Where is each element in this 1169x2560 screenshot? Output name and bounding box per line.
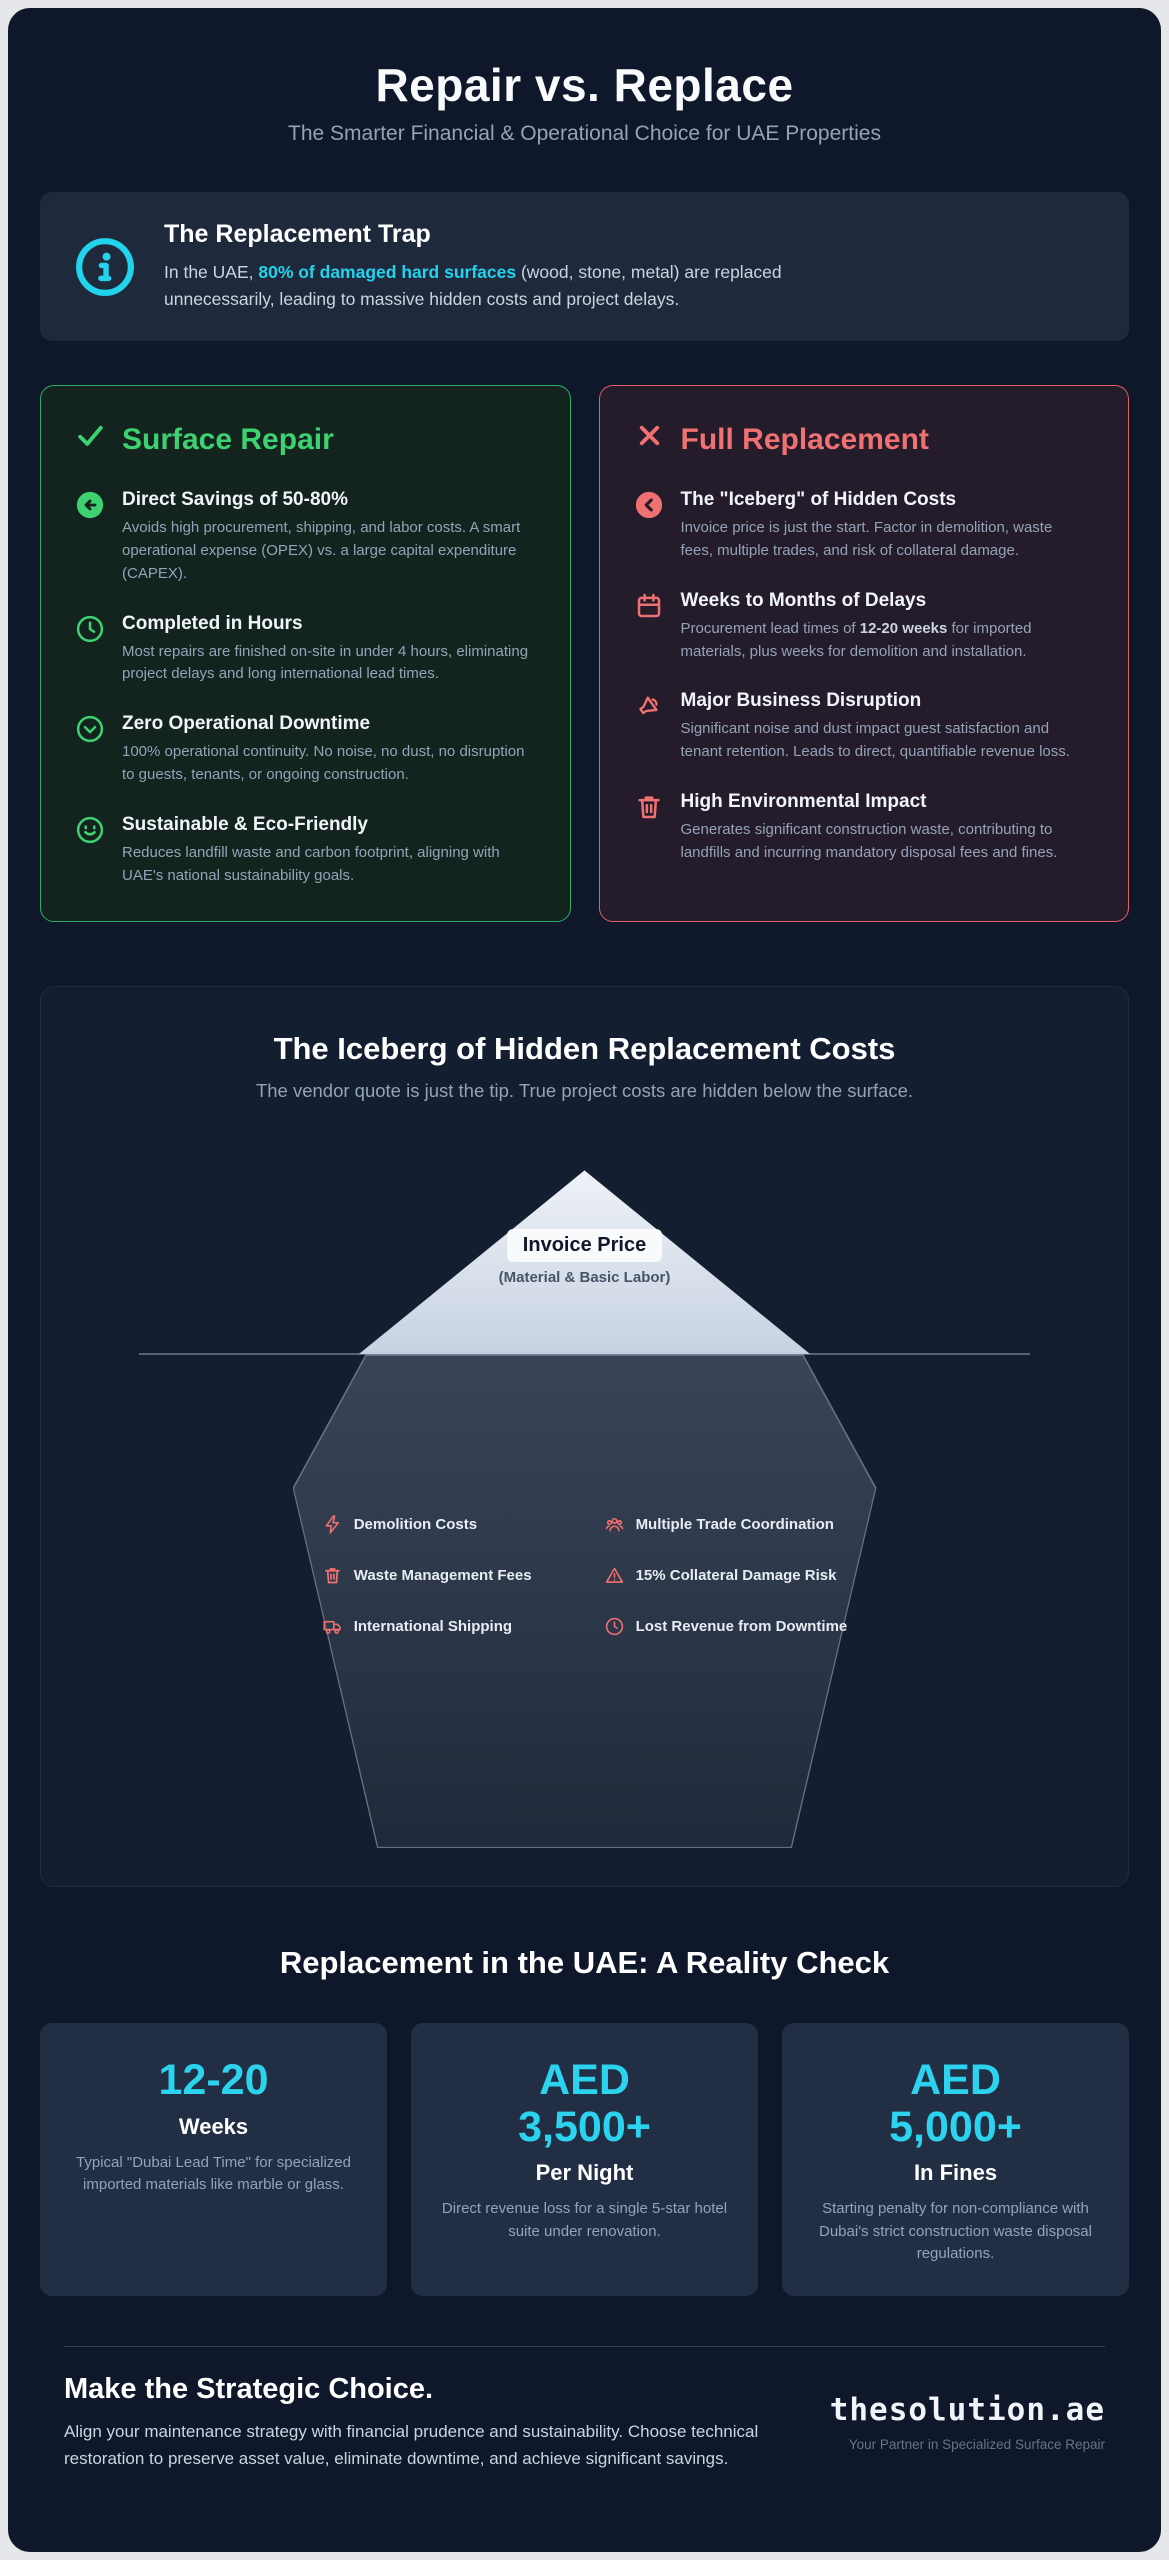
trash-icon xyxy=(634,791,664,865)
replace-item-delays-body: Procurement lead times of 12-20 weeks fo… xyxy=(680,619,1032,660)
full-replacement-header: Full Replacement xyxy=(634,420,1095,459)
stat-description: Typical "Dubai Lead Time" for specialize… xyxy=(76,2153,351,2194)
warning-icon xyxy=(604,1565,625,1586)
repair-item-speed: Completed in Hours Most repairs are fini… xyxy=(75,613,536,687)
stat-card-fines: AED 5,000+ In Fines Starting penalty for… xyxy=(782,2023,1129,2296)
clock-icon xyxy=(75,613,105,687)
x-icon xyxy=(634,420,665,459)
footer-cta: Make the Strategic Choice. Align your ma… xyxy=(64,2373,792,2472)
cost-item-lost-revenue: Lost Revenue from Downtime xyxy=(604,1616,847,1637)
info-icon xyxy=(74,236,136,298)
stat-value: AED 5,000+ xyxy=(889,2056,1022,2151)
replace-item-environment: High Environmental Impact Generates sign… xyxy=(634,791,1095,865)
invoice-price-label: Invoice Price xyxy=(506,1229,663,1263)
stat-value: AED 3,500+ xyxy=(518,2056,651,2151)
cost-item-shipping: International Shipping xyxy=(322,1616,532,1637)
trash-icon xyxy=(322,1565,343,1586)
clock-icon xyxy=(604,1616,625,1637)
repair-item-downtime: Zero Operational Downtime 100% operation… xyxy=(75,713,536,787)
smiley-icon xyxy=(75,814,105,888)
savings-icon xyxy=(75,489,105,585)
replace-item-hidden-costs: The "Iceberg" of Hidden Costs Invoice pr… xyxy=(634,489,1095,563)
check-icon xyxy=(75,420,106,459)
repair-item-savings: Direct Savings of 50-80% Avoids high pro… xyxy=(75,489,536,585)
stat-cards: 12-20 Weeks Typical "Dubai Lead Time" fo… xyxy=(40,2023,1129,2296)
cost-item-waste: Waste Management Fees xyxy=(322,1565,532,1586)
hidden-costs-left-column: Demolition Costs Waste Management Fees I… xyxy=(322,1514,532,1667)
brand-tagline: Your Partner in Specialized Surface Repa… xyxy=(848,2437,1105,2453)
page-subtitle: The Smarter Financial & Operational Choi… xyxy=(288,122,881,145)
hidden-costs-icon xyxy=(634,489,664,563)
iceberg-section: The Iceberg of Hidden Replacement Costs … xyxy=(40,986,1129,1888)
waterline xyxy=(139,1353,1030,1356)
invoice-price-sublabel: (Material & Basic Labor) xyxy=(498,1269,671,1287)
full-replacement-card: Full Replacement The "Iceberg" of Hidden… xyxy=(598,385,1129,923)
full-replacement-title: Full Replacement xyxy=(680,422,929,456)
iceberg-underwater xyxy=(292,1354,877,1849)
stat-value: 12-20 xyxy=(158,2056,269,2105)
hidden-costs-right-column: Multiple Trade Coordination 15% Collater… xyxy=(604,1514,848,1667)
stat-description: Starting penalty for non-compliance with… xyxy=(819,2200,1092,2263)
lightning-icon xyxy=(322,1514,343,1535)
footer-body: Align your maintenance strategy with fin… xyxy=(64,2421,759,2468)
footer-heading: Make the Strategic Choice. xyxy=(64,2372,434,2405)
callout-content: The Replacement Trap In the UAE, 80% of … xyxy=(164,220,864,313)
callout-title: The Replacement Trap xyxy=(164,220,431,248)
surface-repair-card: Surface Repair Direct Savings of 50-80% … xyxy=(40,385,571,923)
check-circle-icon xyxy=(75,713,105,787)
stat-label: Per Night xyxy=(535,2160,634,2186)
iceberg-subtitle: The vendor quote is just the tip. True p… xyxy=(255,1080,914,1102)
footer-divider xyxy=(64,2345,1105,2347)
hidden-costs-list: Demolition Costs Waste Management Fees I… xyxy=(81,1514,1088,1667)
replace-item-delays: Weeks to Months of Delays Procurement le… xyxy=(634,590,1095,664)
iceberg-title: The Iceberg of Hidden Replacement Costs xyxy=(273,1031,896,1067)
replacement-trap-callout: The Replacement Trap In the UAE, 80% of … xyxy=(40,192,1129,342)
reality-check-section: Replacement in the UAE: A Reality Check … xyxy=(40,1945,1129,2296)
cost-item-demolition: Demolition Costs xyxy=(322,1514,532,1535)
comparison-section: Surface Repair Direct Savings of 50-80% … xyxy=(40,385,1129,923)
stat-card-lead-time: 12-20 Weeks Typical "Dubai Lead Time" fo… xyxy=(40,2023,387,2296)
footer: Make the Strategic Choice. Align your ma… xyxy=(64,2373,1105,2472)
reality-check-title: Replacement in the UAE: A Reality Check xyxy=(279,1945,890,1981)
footer-brand-block: thesolution.ae Your Partner in Specializ… xyxy=(830,2392,1105,2452)
invoice-price-labels: Invoice Price (Material & Basic Labor) xyxy=(498,1229,671,1287)
stat-card-revenue-loss: AED 3,500+ Per Night Direct revenue loss… xyxy=(411,2023,758,2296)
brand-link[interactable]: thesolution.ae xyxy=(829,2392,1105,2429)
repair-item-eco: Sustainable & Eco-Friendly Reduces landf… xyxy=(75,814,536,888)
stat-label: Weeks xyxy=(178,2113,249,2139)
users-icon xyxy=(604,1514,625,1535)
surface-repair-header: Surface Repair xyxy=(75,420,536,459)
lead-time-highlight: 12-20 weeks xyxy=(859,619,948,637)
page-title: Repair vs. Replace xyxy=(375,59,794,111)
iceberg-diagram: Invoice Price (Material & Basic Labor) D… xyxy=(81,1114,1088,1856)
stat-label: In Fines xyxy=(913,2160,998,2186)
truck-icon xyxy=(322,1616,343,1637)
highlighted-stat: 80% of damaged hard surfaces xyxy=(258,262,517,282)
replace-item-disruption: Major Business Disruption Significant no… xyxy=(634,690,1095,764)
cost-item-coordination: Multiple Trade Coordination xyxy=(604,1514,848,1535)
megaphone-icon xyxy=(634,690,664,764)
cost-item-collateral: 15% Collateral Damage Risk xyxy=(604,1565,848,1586)
surface-repair-title: Surface Repair xyxy=(122,422,334,456)
calendar-icon xyxy=(634,590,664,664)
infographic-container: Repair vs. Replace The Smarter Financial… xyxy=(8,8,1161,2552)
stat-description: Direct revenue loss for a single 5-star … xyxy=(441,2200,728,2240)
callout-body: In the UAE, 80% of damaged hard surfaces… xyxy=(164,262,782,310)
